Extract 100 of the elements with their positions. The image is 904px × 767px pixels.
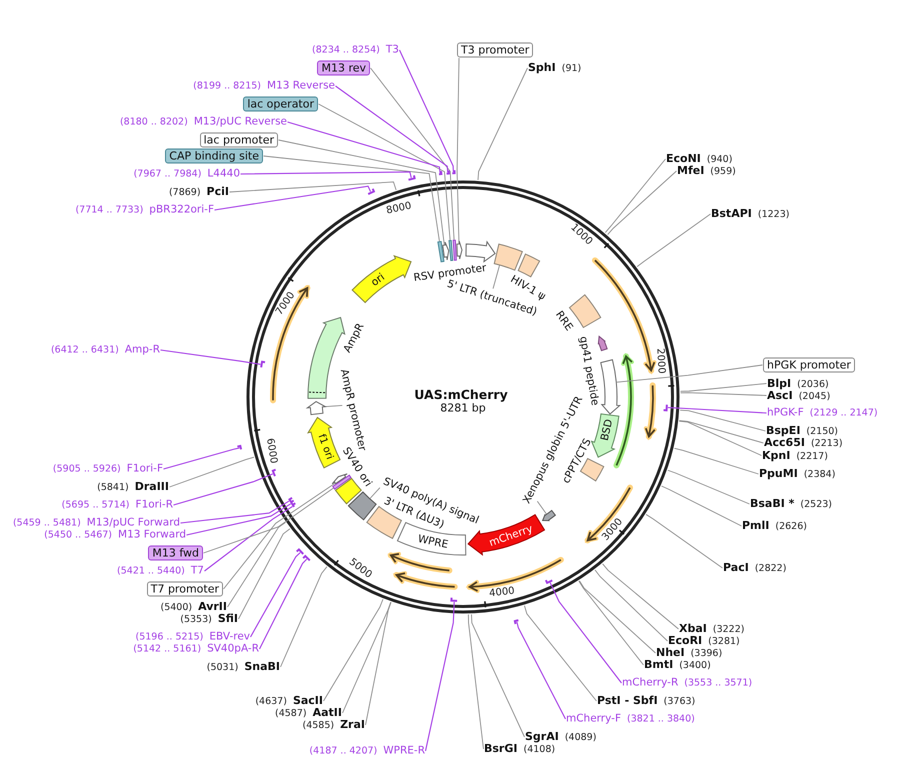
primer-name: M13 Reverse <box>267 80 335 92</box>
cut-site-position: (2217) <box>796 450 828 462</box>
leader-line <box>616 364 763 383</box>
enzyme-name: PacI <box>723 561 749 574</box>
primer-position: (8199 .. 8215) <box>193 80 262 92</box>
cut-site-position: (4089) <box>564 731 596 744</box>
primer-name: L4440 <box>207 168 240 180</box>
leader-line <box>680 392 767 396</box>
cut-site-position: (1223) <box>758 208 790 221</box>
scale-label: 6000 <box>264 437 278 464</box>
promoter-feature <box>464 240 497 263</box>
leader-line <box>227 522 286 608</box>
feature-box <box>331 474 352 491</box>
leader-line <box>160 349 260 365</box>
primer-binding-mark <box>295 547 305 556</box>
primer-position: (8234 .. 8254) <box>312 44 380 56</box>
primer-name: Amp-R <box>124 344 160 356</box>
leader-line <box>456 58 460 244</box>
primer-position: (5695 .. 5714) <box>62 498 130 512</box>
enzyme-name: SphI <box>528 61 556 74</box>
leader-line <box>607 170 677 236</box>
leader-line <box>550 582 622 684</box>
leader-line <box>594 569 668 642</box>
feature-tag: T7 promoter <box>146 582 223 596</box>
cut-site-position: (4585) <box>302 719 334 732</box>
leader-line <box>370 68 455 240</box>
enzyme-name: SfiI <box>218 612 238 625</box>
enzyme-name: AvrII <box>198 600 227 613</box>
cut-site-position: (5841) <box>97 481 129 494</box>
enzyme-name: Acc65I <box>764 436 805 449</box>
primer-binding-mark <box>406 173 417 182</box>
feature-tag: lac promoter <box>200 132 278 148</box>
leader-line <box>602 563 679 630</box>
feature-box <box>347 490 378 521</box>
primer-position: (3821 .. 3840) <box>626 712 695 726</box>
enzyme-name: SacII <box>292 694 323 707</box>
leader-line <box>636 214 711 268</box>
primer-name: F1ori-R <box>136 498 173 512</box>
primer-binding-mark <box>544 578 554 585</box>
leader-line <box>667 470 750 504</box>
leader-line <box>204 506 293 572</box>
primer-position: (6412 .. 6431) <box>50 344 119 356</box>
leader-line <box>323 598 384 702</box>
primer-position: (3553 .. 3571) <box>684 676 752 690</box>
leader-line <box>214 186 372 211</box>
primer-binding-mark <box>437 169 443 176</box>
promoter-feature <box>455 240 463 261</box>
feature-label: ori <box>368 270 387 289</box>
leader-line <box>180 500 290 524</box>
promoter-feature <box>599 358 621 416</box>
primer-position: (4187 .. 4207) <box>309 744 378 758</box>
primer-binding-mark <box>366 187 376 196</box>
leader-line <box>478 68 528 180</box>
feature-tag: hPGK promoter <box>763 358 855 372</box>
feature-box <box>493 243 524 272</box>
cut-site-position: (940) <box>706 153 732 166</box>
cut-site-position: (5353) <box>180 613 212 626</box>
primer-binding-mark <box>449 596 459 603</box>
primer-name: pBR322ori-F <box>149 204 214 216</box>
primer-position: (5450 .. 5467) <box>44 528 112 542</box>
plasmid-size: 8281 bp <box>440 402 486 416</box>
feature-tag: CAP binding site <box>165 148 263 164</box>
primer-name: mCherry-R <box>622 676 678 690</box>
primer-position: (2129 .. 2147) <box>810 406 878 420</box>
feature-box <box>436 240 445 263</box>
primer-name: T3 <box>386 44 399 56</box>
primer-name: WPRE-R <box>383 744 425 758</box>
cut-site-position: (2626) <box>775 520 807 533</box>
leader-line <box>524 605 597 702</box>
primer-position: (5459 .. 5481) <box>12 516 81 530</box>
feature-tag: lac operator <box>243 96 318 112</box>
leader-line <box>604 158 666 233</box>
leader-line <box>278 140 445 246</box>
promoter-feature <box>331 472 349 485</box>
leader-line <box>229 181 397 192</box>
directional-feature <box>541 509 557 522</box>
leader-line <box>342 602 392 714</box>
primer-position: (5142 .. 5161) <box>133 642 202 656</box>
leader-line <box>674 448 759 474</box>
primer-binding-mark <box>291 501 297 509</box>
primer-binding-mark <box>661 403 669 412</box>
primer-binding-mark <box>513 618 520 626</box>
leader-line <box>250 552 301 638</box>
enzyme-name: EcoNI <box>666 152 701 165</box>
feature-label: BSD <box>598 418 616 442</box>
primer-name: hPGK-F <box>767 406 804 420</box>
cut-site-position: (4108) <box>523 743 556 756</box>
enzyme-name: BsaBI * <box>750 497 794 510</box>
enzyme-name: AscI <box>767 388 793 402</box>
leader-line <box>468 614 484 750</box>
cut-site-position: (2822) <box>754 562 786 575</box>
leader-line <box>335 86 448 172</box>
leader-line <box>661 486 742 526</box>
leader-line <box>173 473 273 506</box>
leader-line <box>680 410 766 432</box>
primer-name: mCherry-F <box>566 712 621 726</box>
promoter-feature <box>306 400 327 416</box>
leader-line <box>668 407 767 414</box>
enzyme-name: PciI <box>206 185 229 198</box>
directional-feature <box>597 335 609 352</box>
